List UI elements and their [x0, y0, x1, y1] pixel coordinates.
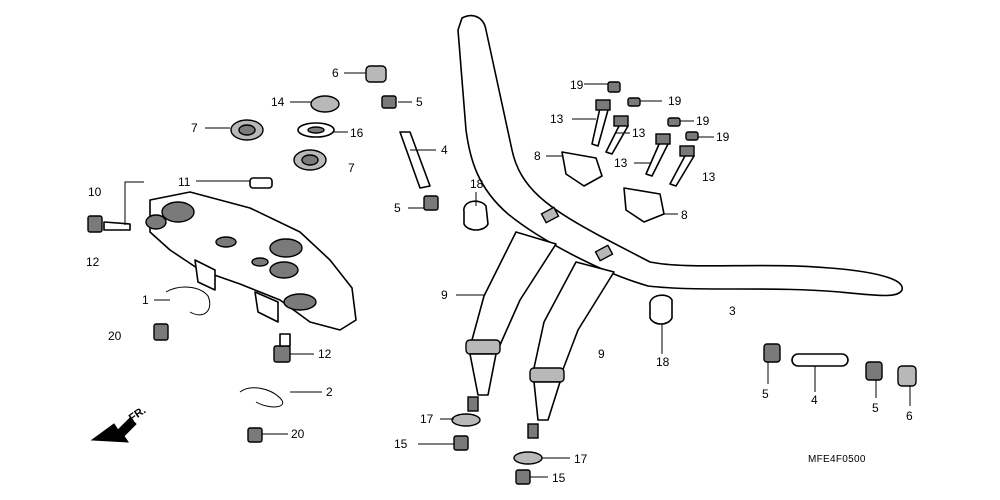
callout-12: 12 — [318, 347, 332, 361]
callout-9: 9 — [441, 288, 448, 302]
callout-19: 19 — [696, 114, 710, 128]
callout-19: 19 — [570, 78, 584, 92]
callout-17: 17 — [574, 452, 588, 466]
riser-left — [465, 231, 557, 412]
callout-12: 12 — [86, 255, 100, 269]
nut-15-b — [515, 469, 531, 485]
right-side-parts — [763, 343, 917, 387]
callout-5: 5 — [394, 201, 401, 215]
nut-19-group — [607, 81, 699, 141]
washer-17-b — [513, 451, 543, 465]
callout-14: 14 — [271, 95, 285, 109]
callout-6: 6 — [906, 409, 913, 423]
callouts: 6 5 14 7 16 7 4 11 10 5 18 12 9 1 20 12 … — [86, 66, 913, 485]
bolt-13-group — [591, 99, 695, 187]
callout-19: 19 — [716, 130, 730, 144]
callout-17: 17 — [420, 412, 434, 426]
callout-2: 2 — [326, 385, 333, 399]
part-code: MFE4F0500 — [808, 454, 866, 465]
callout-5: 5 — [872, 401, 879, 415]
callout-13: 13 — [550, 112, 564, 126]
callout-7: 7 — [191, 121, 198, 135]
callout-20: 20 — [108, 329, 122, 343]
callout-1: 1 — [142, 293, 149, 307]
callout-13: 13 — [702, 170, 716, 184]
callout-9: 9 — [598, 347, 605, 361]
callout-8: 8 — [681, 208, 688, 222]
upper-left-parts — [230, 65, 439, 211]
callout-20: 20 — [291, 427, 305, 441]
callout-5: 5 — [762, 387, 769, 401]
steering-stem — [145, 191, 357, 331]
callout-8: 8 — [534, 149, 541, 163]
nut-15-a — [453, 435, 469, 451]
clamp-18-right — [649, 294, 673, 325]
callout-10: 10 — [88, 185, 102, 199]
upper-holder-right — [623, 187, 665, 223]
clamp-18-left — [463, 200, 489, 231]
callout-19: 19 — [668, 94, 682, 108]
callout-4: 4 — [811, 393, 818, 407]
callout-7: 7 — [348, 161, 355, 175]
callout-15: 15 — [552, 471, 566, 485]
callout-15: 15 — [394, 437, 408, 451]
callout-6: 6 — [332, 66, 339, 80]
callout-5: 5 — [416, 95, 423, 109]
callout-3: 3 — [729, 304, 736, 318]
lower-left-parts — [87, 215, 291, 443]
washer-17-a — [451, 413, 481, 427]
callout-11: 11 — [178, 175, 191, 189]
callout-18: 18 — [656, 355, 670, 369]
callout-13: 13 — [632, 126, 646, 140]
riser-right — [527, 261, 615, 439]
front-direction-arrow: FR. — [90, 404, 148, 443]
handlebar — [457, 14, 903, 297]
callout-13: 13 — [614, 156, 628, 170]
leader-lines — [124, 72, 911, 478]
upper-holder-left — [561, 151, 603, 187]
callout-18: 18 — [470, 177, 484, 191]
callout-4: 4 — [441, 143, 448, 157]
callout-16: 16 — [350, 126, 364, 140]
